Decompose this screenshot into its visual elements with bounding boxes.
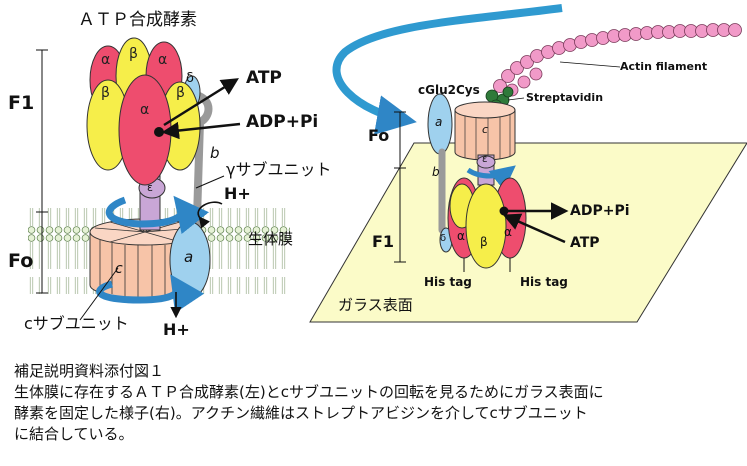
arrow-adp-left xyxy=(161,121,241,140)
gamma-subunit-label: γサブユニット xyxy=(226,160,332,179)
c-label-right: c xyxy=(482,123,489,136)
left-brackets xyxy=(36,49,48,294)
his-tag-lines xyxy=(463,258,511,272)
f1-head-right xyxy=(447,177,527,269)
beta-label-2: β xyxy=(101,85,110,101)
glass-surface xyxy=(309,142,747,323)
f1-label-left: F1 xyxy=(8,92,35,114)
alpha-label-right-2: α xyxy=(504,225,512,239)
fo-label-left: Fo xyxy=(8,250,34,272)
rotation-arrow-gamma xyxy=(105,195,209,235)
cglu-label: cGlu2Cys xyxy=(418,83,480,97)
atp-label-right: ATP xyxy=(570,235,600,251)
actin-pointer xyxy=(559,61,621,68)
beta-label-3: β xyxy=(176,85,185,101)
b-label-left: b xyxy=(210,144,220,162)
membrane-label: 生体膜 xyxy=(248,230,294,248)
actin-filament xyxy=(493,23,742,97)
h-plus-bottom: H+ xyxy=(163,320,190,339)
fo-label-right: Fo xyxy=(368,126,390,145)
his-tag-left-label: His tag xyxy=(424,275,472,289)
arrow-atp-left xyxy=(163,78,239,127)
f1-label-right: F1 xyxy=(372,232,395,251)
caption-line-3: に結合している。 xyxy=(14,425,134,443)
caption-line-2: 酵素を固定した様子(右)。アクチン繊維はストレプトアビジンを介してcサブユニット xyxy=(14,404,588,422)
proton-in-arrow xyxy=(197,201,223,229)
alpha-label-3: α xyxy=(140,102,150,118)
caption-title: 補足説明資料添付図１ xyxy=(14,362,165,380)
alpha-label-right-1: α xyxy=(457,229,465,243)
epsilon-label-right: ε xyxy=(482,154,488,165)
right-panel xyxy=(309,4,747,323)
delta-label-right: δ xyxy=(440,233,447,244)
adp-label-right: ADP+Pi xyxy=(570,203,630,219)
c-subunit-label: cサブユニット xyxy=(24,314,129,333)
atp-label-left: ATP xyxy=(246,68,282,88)
left-panel xyxy=(28,37,290,321)
delta-label: δ xyxy=(186,71,194,86)
c-ring-right xyxy=(454,101,516,161)
title-atp-synthase: ＡＴＰ合成酵素 xyxy=(78,10,197,30)
right-brackets xyxy=(394,111,406,263)
rotation-arrow-top xyxy=(332,4,563,135)
f1-head xyxy=(86,37,201,186)
adp-label-left: ADP+Pi xyxy=(246,112,319,132)
actin-label: Actin filament xyxy=(620,60,708,73)
rotation-arrow-right xyxy=(466,165,516,191)
c-label-left: c xyxy=(115,261,123,277)
glass-surface-label: ガラス表面 xyxy=(338,296,413,314)
alpha-label-2: α xyxy=(158,52,168,68)
b-label-right: b xyxy=(432,165,440,179)
gamma-pointer xyxy=(195,175,225,189)
rotation-arrow-c xyxy=(96,274,205,314)
arrow-atp-right xyxy=(502,213,566,244)
streptavidin-pointer xyxy=(507,97,525,101)
h-plus-top: H+ xyxy=(224,184,251,203)
epsilon-label-left: ε xyxy=(147,181,153,194)
beta-label-right: β xyxy=(480,235,488,249)
alpha-label-1: α xyxy=(101,52,111,68)
a-label-right: a xyxy=(435,115,443,129)
epsilon-subunit-right xyxy=(476,155,496,169)
c-pointer xyxy=(79,267,119,321)
caption-line-1: 生体膜に存在するＡＴＰ合成酵素(左)とcサブユニットの回転を見るためにガラス表面… xyxy=(14,383,604,401)
beta-label-1: β xyxy=(129,46,138,62)
a-label-left: a xyxy=(184,248,194,266)
his-tag-right-label: His tag xyxy=(520,275,568,289)
streptavidin-label: Streptavidin xyxy=(526,91,604,104)
